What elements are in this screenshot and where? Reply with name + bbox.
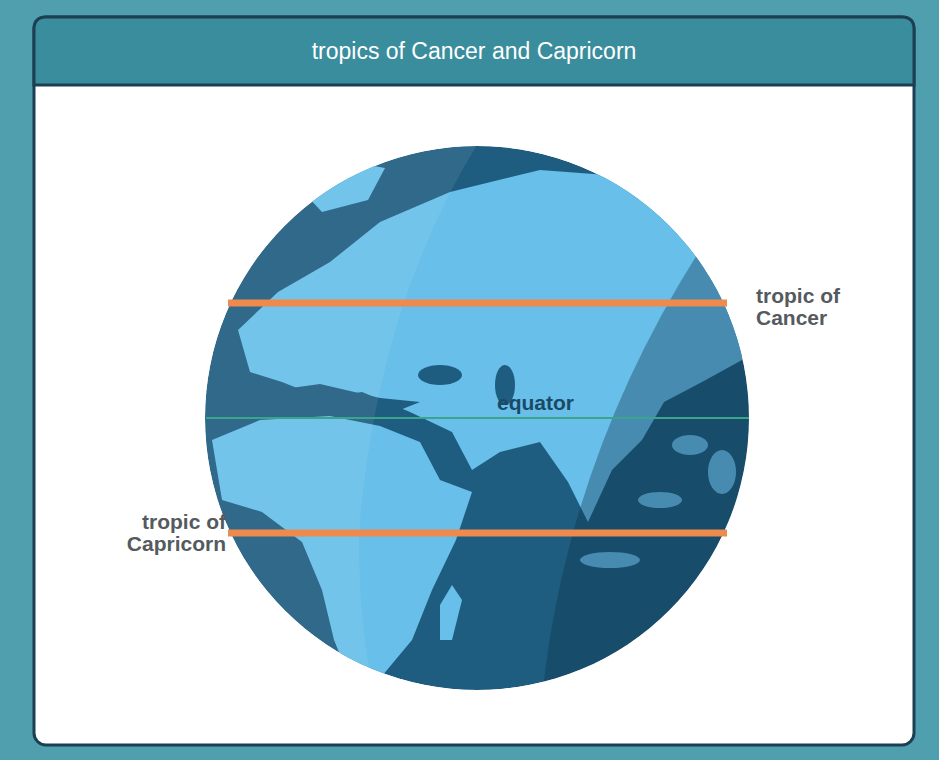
- tropic-line: [228, 530, 727, 537]
- line-label: equator: [497, 392, 637, 414]
- globe: [200, 140, 800, 720]
- tropic-line: [228, 300, 727, 307]
- equator-line: [206, 417, 749, 419]
- highlight: [200, 140, 480, 720]
- tropic-label: tropic of Capricorn: [50, 511, 226, 555]
- title-bar: [34, 17, 914, 85]
- card: [34, 17, 914, 745]
- tropic-label: tropic of Cancer: [756, 285, 906, 329]
- title: tropics of Cancer and Capricorn: [34, 38, 914, 65]
